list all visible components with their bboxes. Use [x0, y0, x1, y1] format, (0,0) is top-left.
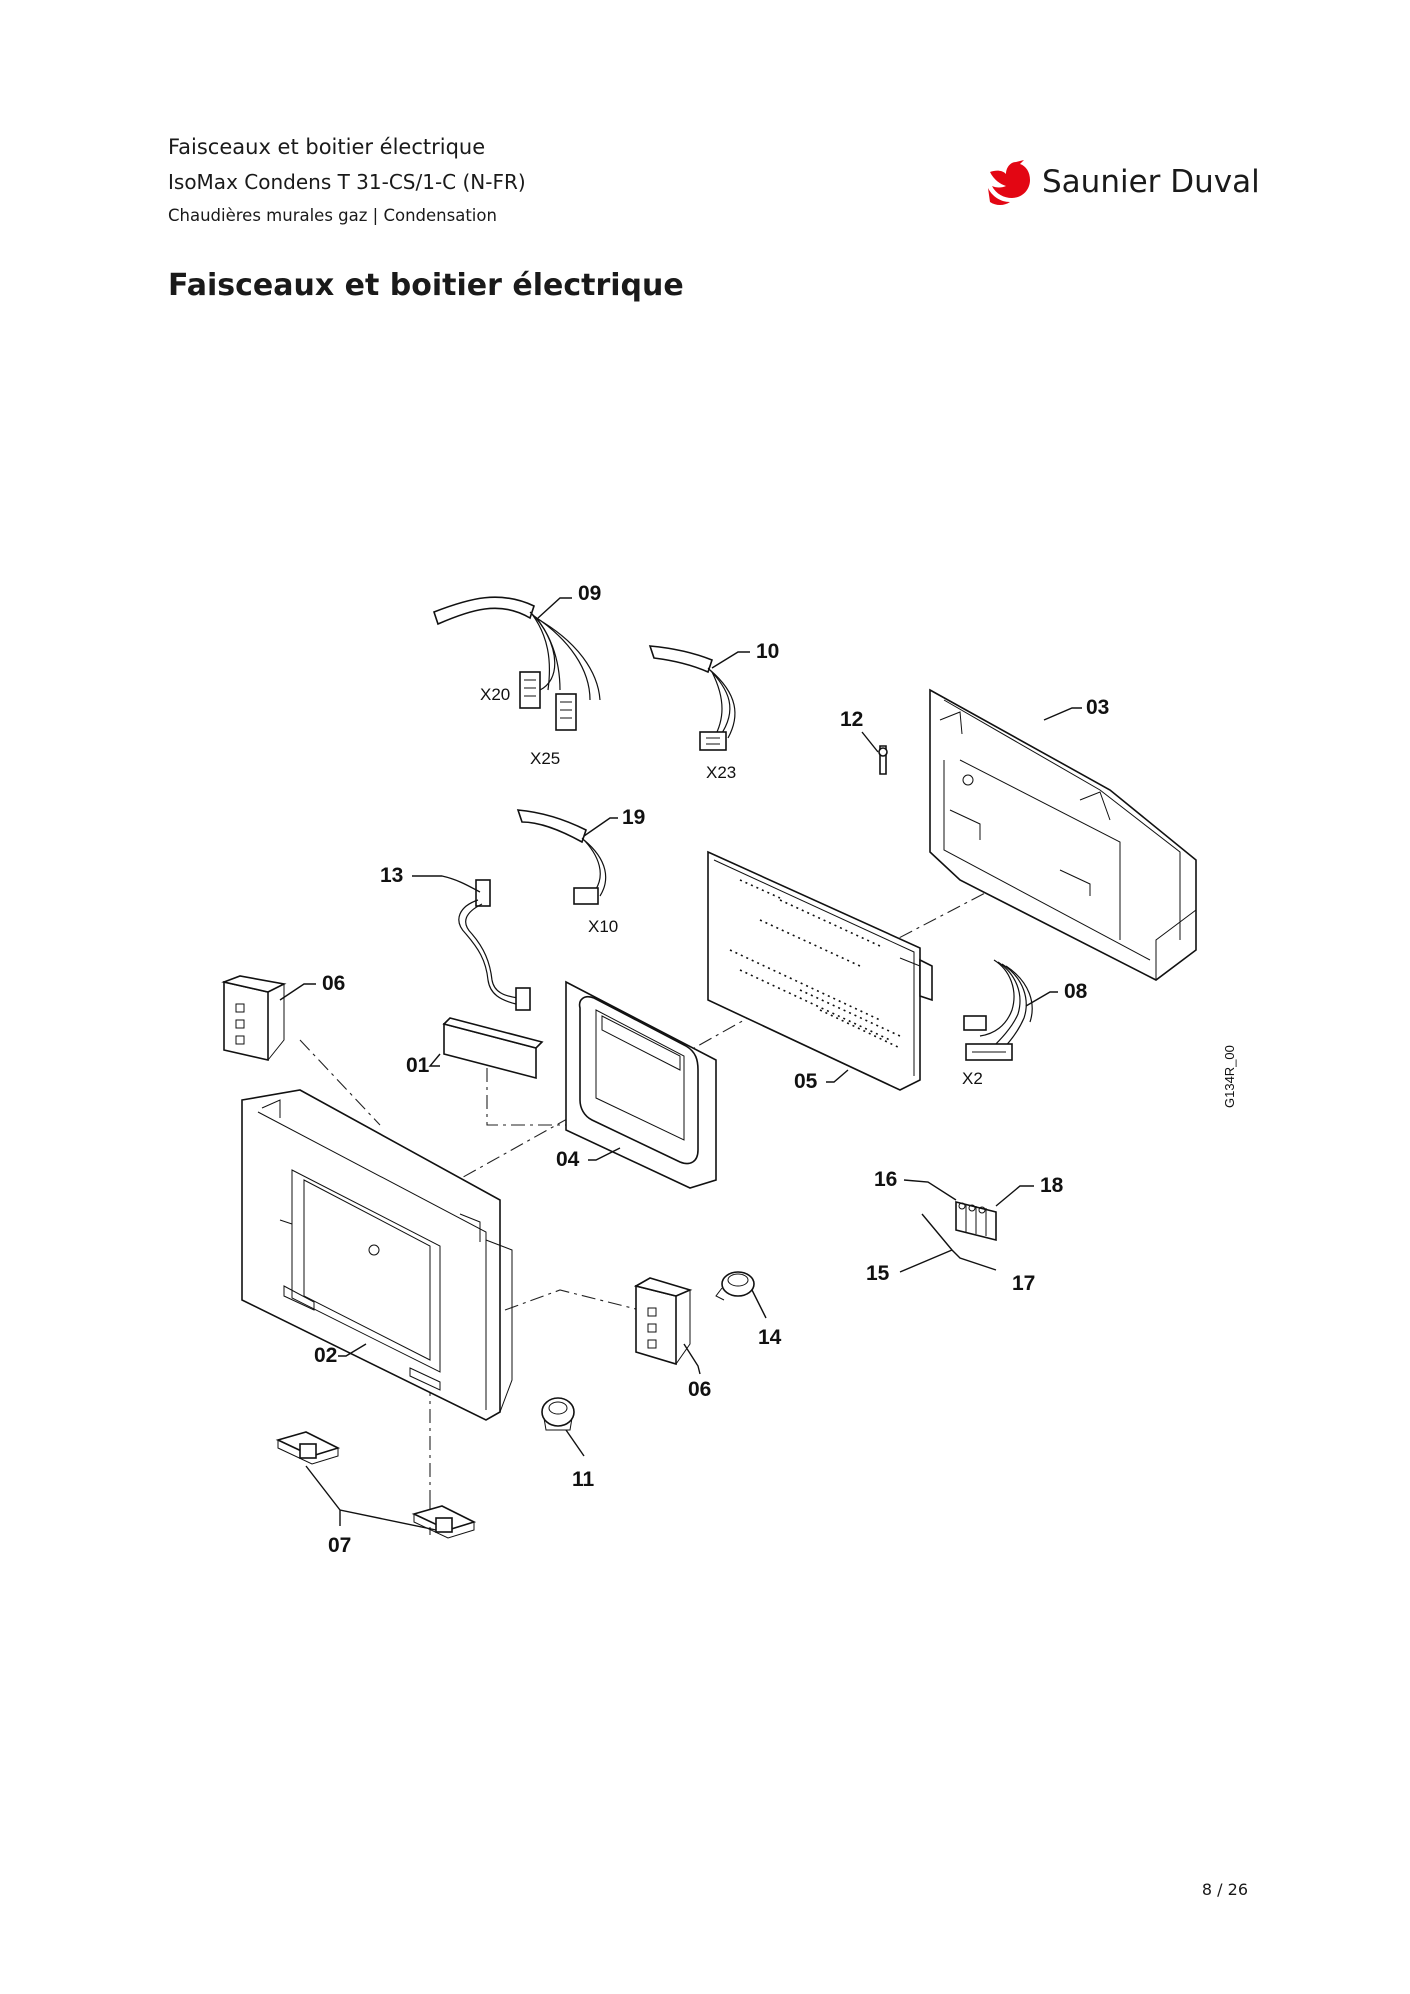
bird-logo-icon: [988, 160, 1030, 205]
callout-07: 07: [328, 1534, 351, 1557]
part-14-grommet: [715, 1271, 755, 1301]
leader-15-17: [899, 1213, 997, 1273]
part-10-harness: [648, 645, 736, 751]
leader-18: [995, 1185, 1034, 1207]
leader-06-center: [683, 1343, 701, 1375]
callout-06-center: 06: [688, 1378, 711, 1401]
callout-14: 14: [758, 1326, 782, 1349]
part-12-sensor: [878, 745, 888, 775]
callout-15: 15: [866, 1262, 890, 1285]
leader-01: [428, 1053, 441, 1067]
part-08-harness: [963, 959, 1033, 1061]
leader-11: [565, 1429, 585, 1457]
part-02-control-box: [241, 1089, 513, 1421]
connector-x23: X23: [706, 763, 736, 782]
leader-13: [412, 875, 481, 893]
part-13-harness: [458, 879, 531, 1011]
callout-16: 16: [874, 1168, 897, 1191]
part-09-harness: [433, 596, 601, 731]
logo-text: Saunier Duval: [1042, 164, 1260, 200]
header-section-title: Faisceaux et boitier électrique: [168, 135, 486, 159]
header-product-name: IsoMax Condens T 31-CS/1-C (N-FR): [168, 170, 526, 194]
callout-10: 10: [756, 640, 779, 663]
leader-14: [751, 1289, 767, 1319]
page-number: 8 / 26: [1201, 1880, 1248, 1899]
connector-x25: X25: [530, 749, 560, 768]
page-title: Faisceaux et boitier électrique: [168, 268, 684, 303]
header-category: Chaudières murales gaz | Condensation: [168, 206, 497, 225]
part-06-bracket-center: [633, 1277, 693, 1366]
callout-11: 11: [572, 1468, 595, 1491]
callout-17: 17: [1012, 1272, 1035, 1295]
callout-13: 13: [380, 864, 403, 887]
leader-19: [583, 817, 618, 837]
leader-16: [903, 1179, 957, 1201]
part-04-front-frame: [565, 980, 717, 1189]
part-16-18-terminal-block: [955, 1200, 997, 1242]
leader-06-left: [279, 983, 316, 1001]
callout-09: 09: [578, 582, 601, 605]
part-03-rear-casing: [929, 688, 1197, 981]
callout-18: 18: [1040, 1174, 1064, 1197]
connector-x10: X10: [588, 917, 618, 936]
leader-09: [537, 597, 572, 619]
connector-x2: X2: [962, 1069, 983, 1088]
part-07-hinges: [275, 1431, 477, 1539]
callout-01: 01: [406, 1054, 430, 1077]
callout-04: 04: [556, 1148, 580, 1171]
leader-02: [338, 1343, 367, 1357]
callout-02: 02: [314, 1344, 337, 1367]
callout-06-left: 06: [322, 972, 345, 995]
part-01-cover-strip: [442, 1017, 544, 1080]
part-11-grommet: [541, 1397, 575, 1431]
part-19-harness: [516, 809, 607, 905]
brand-logo: Saunier Duval: [980, 158, 1260, 212]
connector-x20: X20: [480, 685, 510, 704]
leader-03: [1043, 707, 1082, 721]
drawing-reference: G134R_00: [1222, 1045, 1237, 1108]
part-06-bracket-left: [221, 975, 287, 1062]
leader-04: [588, 1147, 621, 1161]
leader-10: [711, 651, 750, 669]
part-05-circuit-board: [707, 850, 933, 1091]
leader-05: [826, 1069, 849, 1083]
callout-08: 08: [1064, 980, 1088, 1003]
leader-07: [305, 1465, 437, 1531]
callout-12: 12: [840, 708, 863, 731]
leader-08: [1025, 991, 1058, 1007]
callout-19: 19: [622, 806, 645, 829]
callout-03: 03: [1086, 696, 1109, 719]
leader-12: [861, 731, 879, 753]
callout-05: 05: [794, 1070, 818, 1093]
